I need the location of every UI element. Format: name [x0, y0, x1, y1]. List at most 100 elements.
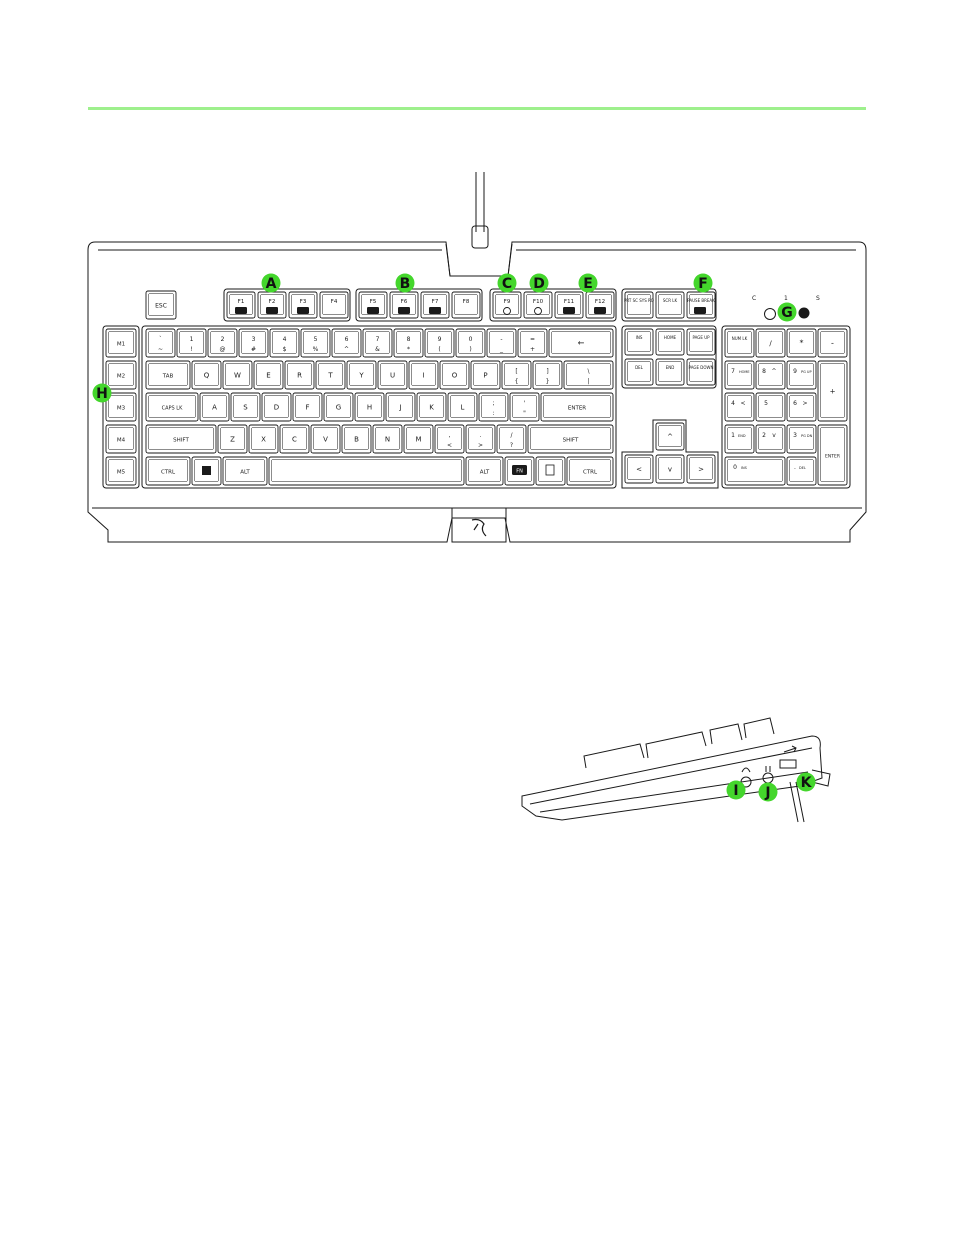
key-u[interactable]: U [377, 360, 408, 390]
key-d[interactable]: D [261, 392, 292, 422]
key-np-8[interactable]: 8^ [755, 360, 786, 390]
key-num-9[interactable]: 9( [424, 328, 455, 358]
key-np-plus[interactable]: + [817, 360, 848, 422]
key-l[interactable]: L [447, 392, 478, 422]
key-i[interactable]: I [408, 360, 439, 390]
key-shift-left[interactable]: SHIFT [145, 424, 217, 454]
key-num-3[interactable]: 3# [238, 328, 269, 358]
key-g[interactable]: G [323, 392, 354, 422]
key-f9[interactable]: F9 [492, 291, 522, 319]
key-nav-3[interactable]: PAGE UP [686, 328, 716, 356]
key-b[interactable]: B [341, 424, 372, 454]
key-macro-3[interactable]: M3 [105, 392, 137, 422]
key-macro-2[interactable]: M2 [105, 360, 137, 390]
key-nav-2[interactable]: HOME [655, 328, 685, 356]
key-s[interactable]: S [230, 392, 261, 422]
key-np-enter[interactable]: ENTER [817, 424, 848, 486]
key-numlock[interactable]: NUM LK [724, 328, 755, 358]
key-np-4[interactable]: 4< [724, 392, 755, 422]
key-backspace[interactable]: ← [548, 328, 614, 358]
key-alt-right[interactable]: ALT [465, 456, 504, 486]
key-nav-5[interactable]: END [655, 358, 685, 386]
key-f7[interactable]: F7 [420, 291, 450, 319]
key-semi-2[interactable]: '" [509, 392, 540, 422]
key-e[interactable]: E [253, 360, 284, 390]
key-ctrl-left[interactable]: CTRL [145, 456, 191, 486]
key-o[interactable]: O [439, 360, 470, 390]
key-np-multiply[interactable]: * [786, 328, 817, 358]
key-w[interactable]: W [222, 360, 253, 390]
key-np-5[interactable]: 5 [755, 392, 786, 422]
key-a[interactable]: A [199, 392, 230, 422]
key-n[interactable]: N [372, 424, 403, 454]
key-fn[interactable]: FN [504, 456, 535, 486]
key-macro-5[interactable]: M5 [105, 456, 137, 486]
key-num-2[interactable]: 2@ [207, 328, 238, 358]
key-arrow-right[interactable]: > [686, 454, 716, 484]
key-num-4[interactable]: 4$ [269, 328, 300, 358]
key-macro-1[interactable]: M1 [105, 328, 137, 358]
key-t[interactable]: T [315, 360, 346, 390]
key-num-1[interactable]: 1! [176, 328, 207, 358]
key-esc[interactable]: ESC [145, 290, 177, 320]
key-c[interactable]: C [279, 424, 310, 454]
key-num-11[interactable]: -_ [486, 328, 517, 358]
key-macro-4[interactable]: M4 [105, 424, 137, 454]
key-f8[interactable]: F8 [451, 291, 481, 319]
key-num-10[interactable]: 0) [455, 328, 486, 358]
key-num-7[interactable]: 7& [362, 328, 393, 358]
key-h[interactable]: H [354, 392, 385, 422]
key-num-8[interactable]: 8* [393, 328, 424, 358]
key-alt-left[interactable]: ALT [222, 456, 268, 486]
key-bracket-2[interactable]: ]} [532, 360, 563, 390]
key-caps[interactable]: CAPS LK [145, 392, 199, 422]
key-r[interactable]: R [284, 360, 315, 390]
key-nav-top-3[interactable]: PAUSE BREAK [686, 291, 716, 319]
key-y[interactable]: Y [346, 360, 377, 390]
key-nav-top-2[interactable]: SCR LK [655, 291, 685, 319]
key-ctrl-right[interactable]: CTRL [566, 456, 614, 486]
key-nav-6[interactable]: PAGE DOWN [686, 358, 716, 386]
key-nav-4[interactable]: DEL [624, 358, 654, 386]
key-backslash[interactable]: \| [563, 360, 614, 390]
key-arrow-left[interactable]: < [624, 454, 654, 484]
key-np-divide[interactable]: / [755, 328, 786, 358]
key-x[interactable]: X [248, 424, 279, 454]
key-num-12[interactable]: =+ [517, 328, 548, 358]
key-f11[interactable]: F11 [554, 291, 584, 319]
key-arrow-up[interactable]: ^ [655, 422, 685, 451]
key-f[interactable]: F [292, 392, 323, 422]
key-f12[interactable]: F12 [585, 291, 615, 319]
key-tab[interactable]: TAB [145, 360, 191, 390]
key-nav-1[interactable]: INS [624, 328, 654, 356]
key-np-minus[interactable]: - [817, 328, 848, 358]
key-f1[interactable]: F1 [226, 291, 256, 319]
key-j[interactable]: J [385, 392, 416, 422]
key-bracket-1[interactable]: [{ [501, 360, 532, 390]
key-windows[interactable] [191, 456, 222, 486]
key-comma-1[interactable]: ,< [434, 424, 465, 454]
key-space[interactable] [268, 456, 465, 486]
key-f2[interactable]: F2 [257, 291, 287, 319]
key-semi-1[interactable]: ;: [478, 392, 509, 422]
key-z[interactable]: Z [217, 424, 248, 454]
key-shift-right[interactable]: SHIFT [527, 424, 614, 454]
key-num-5[interactable]: 5% [300, 328, 331, 358]
key-f3[interactable]: F3 [288, 291, 318, 319]
key-enter[interactable]: ENTER [540, 392, 614, 422]
key-q[interactable]: Q [191, 360, 222, 390]
key-f10[interactable]: F10 [523, 291, 553, 319]
key-menu[interactable] [535, 456, 566, 486]
key-arrow-down[interactable]: v [655, 454, 685, 484]
key-num-0[interactable]: `~ [145, 328, 176, 358]
key-f5[interactable]: F5 [358, 291, 388, 319]
key-f6[interactable]: F6 [389, 291, 419, 319]
key-comma-3[interactable]: /? [496, 424, 527, 454]
key-num-6[interactable]: 6^ [331, 328, 362, 358]
key-np-6[interactable]: 6> [786, 392, 817, 422]
key-m[interactable]: M [403, 424, 434, 454]
